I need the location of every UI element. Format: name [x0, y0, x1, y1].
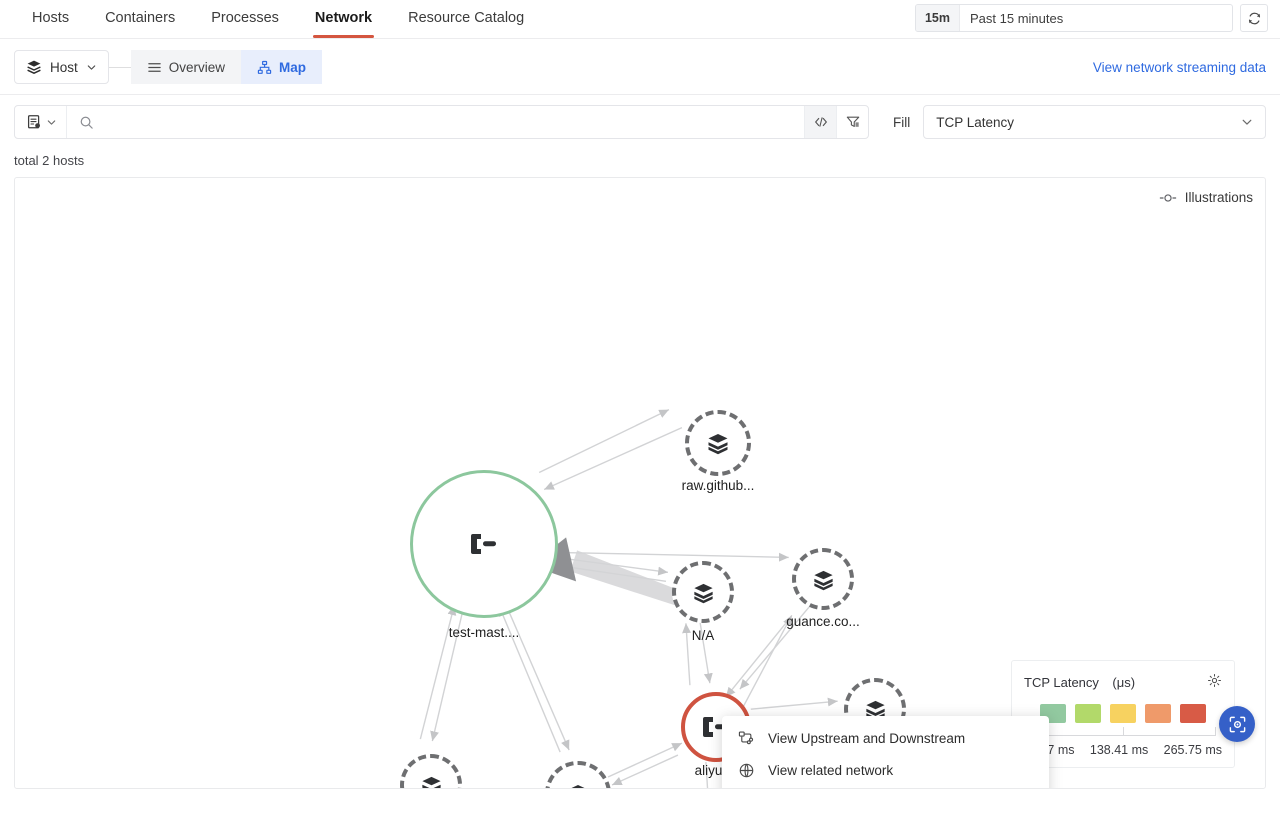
- host-icon: [471, 534, 496, 554]
- toolbar-connector: [108, 66, 131, 68]
- globe-icon: [738, 762, 755, 779]
- nav-divider: [0, 38, 1280, 39]
- nav-tab-resource-catalog-label: Resource Catalog: [408, 9, 525, 26]
- fit-to-screen-button[interactable]: [1219, 706, 1255, 742]
- search-toolbar: Fill TCP Latency: [0, 95, 1280, 139]
- fill-metric-value: TCP Latency: [936, 114, 1015, 130]
- ctx-view-upstream-downstream-label: View Upstream and Downstream: [768, 730, 966, 746]
- graph-node-label-test-master: test-mast....: [448, 625, 520, 640]
- time-range-chip: 15m: [915, 5, 960, 31]
- search-box: [14, 105, 869, 139]
- chevron-down-icon: [1242, 119, 1252, 125]
- layers-icon: [27, 60, 41, 74]
- node-context-menu[interactable]: View Upstream and Downstream View relate…: [722, 716, 1049, 788]
- illustrations-toggle[interactable]: Illustrations: [1159, 190, 1253, 205]
- query-code-button[interactable]: [804, 106, 836, 138]
- network-map-canvas[interactable]: Illustrations: [14, 177, 1266, 789]
- search-source-select[interactable]: [15, 106, 67, 138]
- legend-tick-axis: [1030, 727, 1216, 736]
- top-navigation: Hosts Containers Processes Network Resou…: [0, 0, 1280, 39]
- document-icon: [27, 115, 40, 129]
- view-mode-segmented: Overview Map: [130, 50, 323, 84]
- cube-icon: [708, 434, 728, 455]
- ctx-view-related-hosts[interactable]: View related hostS: [722, 786, 1049, 788]
- refresh-icon: [1248, 12, 1260, 24]
- nav-tab-processes[interactable]: Processes: [193, 1, 297, 38]
- illustrations-label: Illustrations: [1184, 190, 1253, 205]
- search-icon-wrap: [67, 115, 102, 130]
- illustrations-icon: [1159, 193, 1176, 202]
- ctx-view-upstream-downstream[interactable]: View Upstream and Downstream: [722, 722, 1049, 754]
- legend-swatch-2: [1075, 704, 1101, 723]
- graph-node-test-master[interactable]: [410, 470, 558, 618]
- search-icon: [80, 116, 93, 129]
- cube-icon: [813, 570, 833, 590]
- graph-node-na[interactable]: [672, 561, 734, 623]
- toolbar-divider: [0, 94, 1280, 95]
- focus-icon: [1229, 716, 1245, 732]
- graph-node-label-raw-github: raw.github...: [681, 478, 755, 493]
- chevron-down-icon: [87, 64, 96, 70]
- top-nav-right: 15m Past 15 minutes: [914, 4, 1268, 32]
- nav-tab-containers-label: Containers: [105, 9, 176, 26]
- cube-icon: [421, 776, 441, 788]
- view-mode-overview-label: Overview: [168, 59, 226, 75]
- total-hosts-summary: total 2 hosts: [14, 153, 85, 168]
- chevron-down-icon: [47, 119, 56, 125]
- list-icon: [148, 62, 161, 72]
- legend-title: TCP Latency: [1024, 675, 1099, 690]
- legend-panel: TCP Latency (μs) 11.07 ms 138.41 ms 265.…: [1011, 660, 1235, 768]
- legend-value-max: 265.75 ms: [1163, 743, 1222, 757]
- legend-swatch-4: [1145, 704, 1171, 723]
- view-mode-map[interactable]: Map: [241, 50, 323, 84]
- legend-swatch-5: [1180, 704, 1206, 723]
- legend-swatch-3: [1110, 704, 1136, 723]
- fill-metric-select[interactable]: TCP Latency: [923, 105, 1266, 139]
- view-mode-overview[interactable]: Overview: [130, 50, 242, 84]
- graph-node-label-guance: guance.co...: [786, 614, 860, 629]
- graph-node-raw-github[interactable]: [685, 410, 751, 476]
- nav-tab-hosts-label: Hosts: [32, 9, 70, 26]
- host-scope-label: Host: [50, 59, 78, 75]
- nav-tab-resource-catalog[interactable]: Resource Catalog: [390, 1, 542, 38]
- sitemap-icon: [257, 60, 272, 74]
- top-nav-tabs: Hosts Containers Processes Network Resou…: [14, 1, 542, 38]
- ctx-view-related-network[interactable]: View related network: [722, 754, 1049, 786]
- legend-swatches: [1024, 704, 1222, 723]
- nav-tab-containers[interactable]: Containers: [87, 1, 193, 38]
- legend-title-wrap: TCP Latency (μs): [1024, 674, 1135, 692]
- refresh-button[interactable]: [1240, 4, 1268, 32]
- legend-value-mid: 138.41 ms: [1089, 743, 1149, 757]
- cube-icon: [571, 785, 585, 788]
- graph-node-guance[interactable]: [792, 548, 854, 610]
- cube-icon: [693, 583, 713, 603]
- legend-settings-button[interactable]: [1207, 673, 1222, 693]
- view-network-streaming-data-link[interactable]: View network streaming data: [1092, 59, 1266, 75]
- filter-icon: [846, 116, 859, 127]
- view-toolbar: Host Overview Map: [0, 39, 1280, 95]
- legend-unit: (μs): [1112, 675, 1136, 690]
- nav-tab-hosts[interactable]: Hosts: [14, 1, 87, 38]
- time-range-value: Past 15 minutes: [970, 10, 1064, 26]
- view-mode-map-label: Map: [279, 59, 307, 75]
- topology-icon: [738, 730, 755, 747]
- nav-tab-network[interactable]: Network: [297, 1, 390, 38]
- filter-button[interactable]: [836, 106, 868, 138]
- legend-values: 11.07 ms 138.41 ms 265.75 ms: [1024, 743, 1222, 757]
- gear-icon: [1208, 674, 1221, 687]
- nav-tab-network-label: Network: [314, 9, 373, 26]
- graph-node-label-na: N/A: [691, 628, 715, 643]
- fill-label: Fill: [893, 114, 911, 130]
- ctx-view-related-network-label: View related network: [768, 762, 894, 778]
- code-icon: [814, 117, 827, 127]
- nav-tab-processes-label: Processes: [211, 9, 279, 26]
- legend-header: TCP Latency (μs): [1024, 673, 1222, 693]
- search-input[interactable]: [102, 106, 804, 138]
- time-range-picker[interactable]: 15m Past 15 minutes: [914, 4, 1233, 32]
- host-scope-select[interactable]: Host: [14, 50, 109, 84]
